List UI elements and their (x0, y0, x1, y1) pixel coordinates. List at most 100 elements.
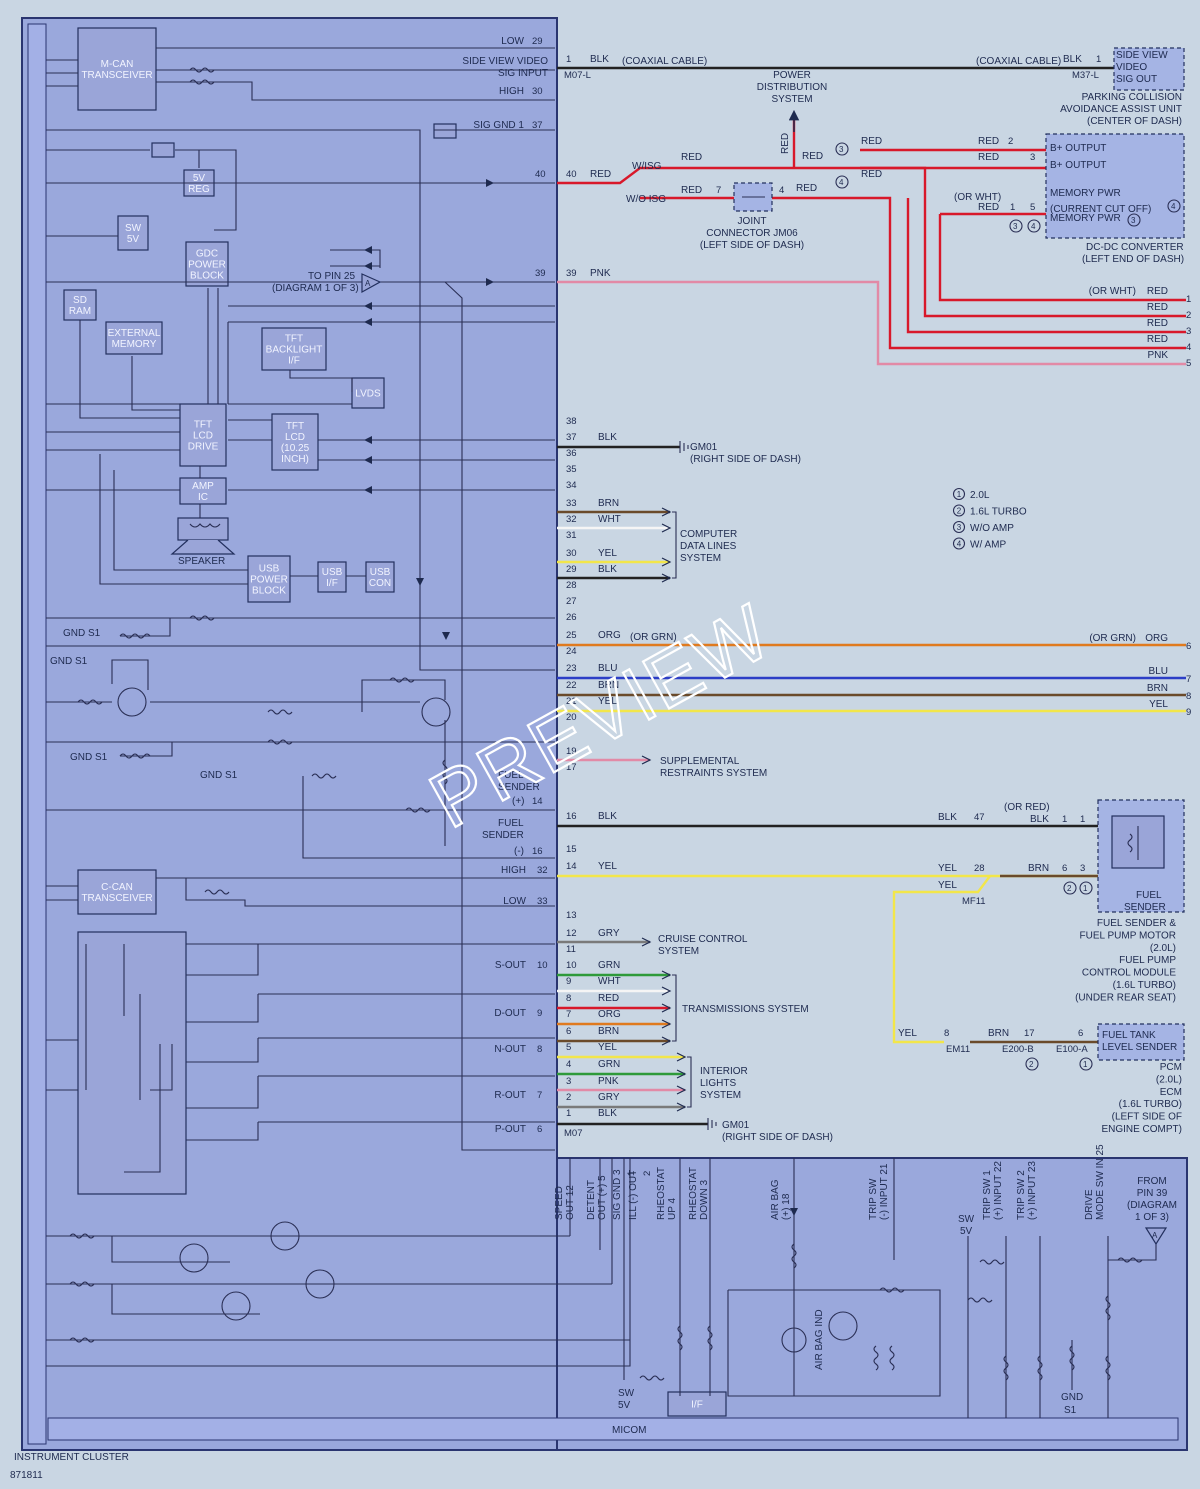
fuel-motor-line: (1.6L TURBO) (1113, 980, 1176, 991)
svg-text:1: 1 (1083, 1060, 1088, 1069)
connector-pin-color: YEL (598, 696, 617, 707)
wire-arrow (661, 1019, 672, 1029)
connector-pin-32: 32 (566, 514, 577, 525)
block-usbpwr-label: BLOCK (252, 586, 286, 597)
cluster-pin-number: 33 (537, 896, 548, 907)
block-tftlcd-label: INCH) (281, 454, 309, 465)
svg-text:6: 6 (1078, 1028, 1083, 1039)
block-tftbl-label: TFT (285, 334, 303, 345)
block-lvds (351, 377, 385, 409)
bottom-pin-number: 1 (626, 1171, 637, 1176)
svg-text:RED: RED (978, 202, 999, 213)
connector-pin-11: 11 (566, 944, 576, 955)
svg-text:COMPUTER: COMPUTER (680, 529, 737, 540)
fuel-motor-line: FUEL PUMP MOTOR (1080, 930, 1177, 941)
right-pin-7: 7 (1186, 674, 1191, 685)
right-pin-5: 5 (1186, 358, 1191, 369)
bottom-pin-label: ILL (-) OUT (628, 1170, 639, 1220)
wire-arrow (641, 937, 652, 947)
svg-text:1: 1 (1096, 54, 1101, 65)
connector-pin-color: BRN (598, 680, 619, 691)
svg-text:BRN: BRN (988, 1028, 1009, 1039)
svg-text:(COAXIAL CABLE): (COAXIAL CABLE) (976, 56, 1061, 67)
connector-pin-13: 13 (566, 910, 577, 921)
svg-text:RED: RED (978, 152, 999, 163)
connector-pin-color: WHT (598, 514, 621, 525)
right-pin-color: YEL (1149, 699, 1168, 710)
right-pin-6: 6 (1186, 641, 1191, 652)
connector-pin-color: BLU (598, 663, 617, 674)
bottom-pin-label: TRIP SW 1 (982, 1170, 993, 1220)
connector-pin-1: 1 (566, 1108, 571, 1119)
svg-text:RED: RED (681, 185, 702, 196)
option-badges (835, 142, 1181, 1071)
wire-arrow (676, 1085, 687, 1095)
connector-pin-color: YEL (598, 1042, 617, 1053)
block-usbif (317, 561, 347, 593)
svg-text:RED: RED (796, 183, 817, 194)
sw-label: SW (618, 1388, 635, 1399)
svg-text:DATA LINES: DATA LINES (680, 541, 737, 552)
bottom-pin-label: MODE SW IN 25 (1095, 1144, 1106, 1220)
svg-text:MF11: MF11 (962, 896, 986, 907)
block-ccan (77, 869, 157, 915)
small-block (151, 142, 175, 158)
bottom-pin-label: (-) INPUT 21 (879, 1163, 890, 1220)
block-gdc-label: POWER (188, 260, 226, 271)
bottom-pin-label: DETENT (586, 1180, 597, 1220)
connector-pin-22: 22 (566, 680, 577, 691)
connector-pin-color: BRN (598, 1026, 619, 1037)
parking-line: PARKING COLLISION (1082, 92, 1182, 103)
block-tftlcd-label: TFT (286, 421, 304, 432)
fuel-motor-line: (UNDER REAR SEAT) (1075, 992, 1176, 1003)
svg-text:CRUISE CONTROL: CRUISE CONTROL (658, 934, 748, 945)
svg-text:5: 5 (1030, 202, 1035, 213)
svg-text:4: 4 (779, 185, 784, 196)
svg-text:SUPPLEMENTAL: SUPPLEMENTAL (660, 756, 740, 767)
bottom-pin-label: UP 4 (667, 1198, 678, 1220)
svg-text:40: 40 (535, 169, 546, 180)
speaker-icon (170, 517, 236, 555)
power-dist-line: SYSTEM (771, 94, 812, 105)
parking-line: AVOIDANCE ASSIST UNIT (1060, 104, 1182, 115)
diode-icons (364, 179, 798, 1216)
svg-text:RED: RED (861, 169, 882, 180)
right-pin-color: RED (1147, 318, 1168, 329)
svg-text:RED: RED (861, 136, 882, 147)
block-mcan (77, 27, 157, 111)
connector-pin-36: 36 (566, 448, 577, 459)
svg-text:SYSTEM: SYSTEM (658, 946, 699, 957)
block-amp-label: AMP (192, 481, 214, 492)
block-reg-label: 5V (193, 173, 206, 184)
svg-text:28: 28 (974, 863, 985, 874)
footer-code: 871811 (10, 1470, 43, 1481)
block-usbpwr (247, 555, 291, 603)
connector-pin-19: 19 (566, 746, 577, 757)
connector-pin-26: 26 (566, 612, 577, 623)
connector-pin-color: GRN (598, 1059, 620, 1070)
red-wire-4 (906, 198, 1186, 334)
svg-text:RED: RED (780, 133, 791, 154)
block-gdc-label: GDC (196, 249, 218, 260)
svg-text:(OR WHT): (OR WHT) (954, 192, 1001, 203)
wire-arrow (661, 1036, 672, 1046)
block-tftdrive-label: LCD (193, 431, 213, 442)
cluster-pin-label: HIGH (499, 86, 524, 97)
cluster-pin-label: SIDE VIEW VIDEO (462, 56, 548, 67)
connector-pin-37: 37 (566, 432, 577, 443)
connector-pin-34: 34 (566, 480, 577, 491)
svg-text:4: 4 (839, 178, 844, 187)
cluster-pin-label: D-OUT (494, 1008, 526, 1019)
cluster-pin-label: LOW (501, 36, 524, 47)
svg-text:YEL: YEL (898, 1028, 917, 1039)
bottom-pin-label: SIG GND 3 (612, 1169, 623, 1220)
block-sw5v-label: 5V (127, 234, 140, 245)
bracket (687, 1056, 692, 1108)
block-ccan-label: C-CAN (101, 882, 133, 893)
connector-pin-29: 29 (566, 564, 577, 575)
connector-pin-color: ORG (598, 1009, 621, 1020)
connector-pin-color: GRY (598, 1092, 620, 1103)
